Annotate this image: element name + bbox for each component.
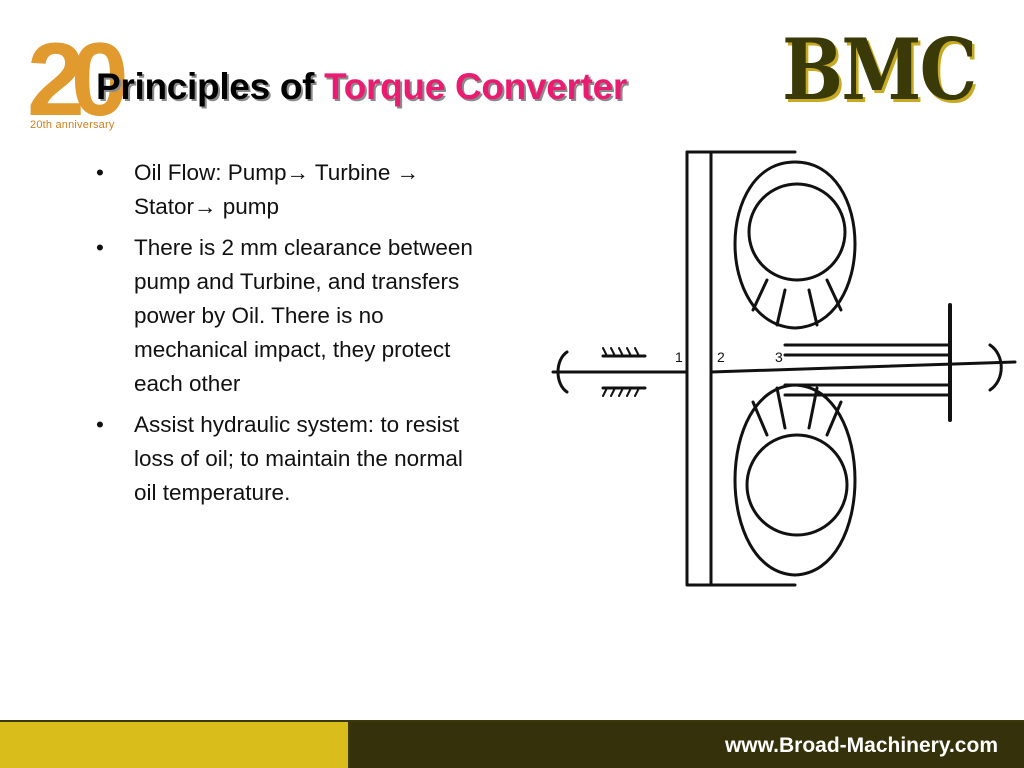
output-rotation-arrow [988,343,1003,392]
bullet-text: Assist hydraulic system: to resist loss … [134,412,463,505]
stator-shaft [783,343,952,357]
upper-torus-core [747,182,847,282]
anniversary-logo: 20 20th anniversary [27,22,139,138]
input-rotation-arrow [556,350,569,394]
footer-bar: www.Broad-Machinery.com [0,720,1024,768]
brand-logo: BMC [782,20,977,119]
bullet-text: Oil Flow: Pump→ Turbine → Stator→ pump [134,160,420,219]
bullet-item: • Oil Flow: Pump→ Turbine → Stator→ pump [96,156,486,224]
bearing-hatch [602,347,640,397]
bullet-item: • There is 2 mm clearance between pump an… [96,231,486,401]
lower-torus-core [745,433,849,537]
anniversary-caption: 20th anniversary [30,119,115,131]
housing-left [685,150,797,587]
torque-converter-diagram: 1 2 3 [551,150,1017,587]
stator-shaft-lower [783,383,952,397]
footer-left-panel [0,720,350,768]
bullet-text: There is 2 mm clearance between pump and… [134,235,473,396]
bullet-marker: • [96,412,104,437]
footer-right-panel: www.Broad-Machinery.com [350,720,1024,768]
anniversary-20-icon: 20 [27,22,139,138]
upper-torus-outer [733,160,857,330]
diagram-label-1: 1 [675,349,683,365]
lower-torus-outer [733,383,857,577]
output-shaft [709,360,1017,374]
bullet-list: •Oil Flow: Pump→ Turbine → Stator→ pump … [96,156,486,517]
bullet-marker: • [96,235,104,260]
diagram-label-3: 3 [775,349,783,365]
diagram-label-2: 2 [717,349,725,365]
lower-blades [751,386,843,437]
title-part-1: Principles of [96,66,325,107]
bullet-item: • Assist hydraulic system: to resist loss… [96,408,486,510]
footer-url[interactable]: www.Broad-Machinery.com [724,734,998,757]
upper-blades [751,278,843,327]
slide-title: Principles of Torque Converter [96,66,627,108]
bullet-marker: • [96,160,104,185]
title-part-2: Torque Converter [324,66,628,107]
